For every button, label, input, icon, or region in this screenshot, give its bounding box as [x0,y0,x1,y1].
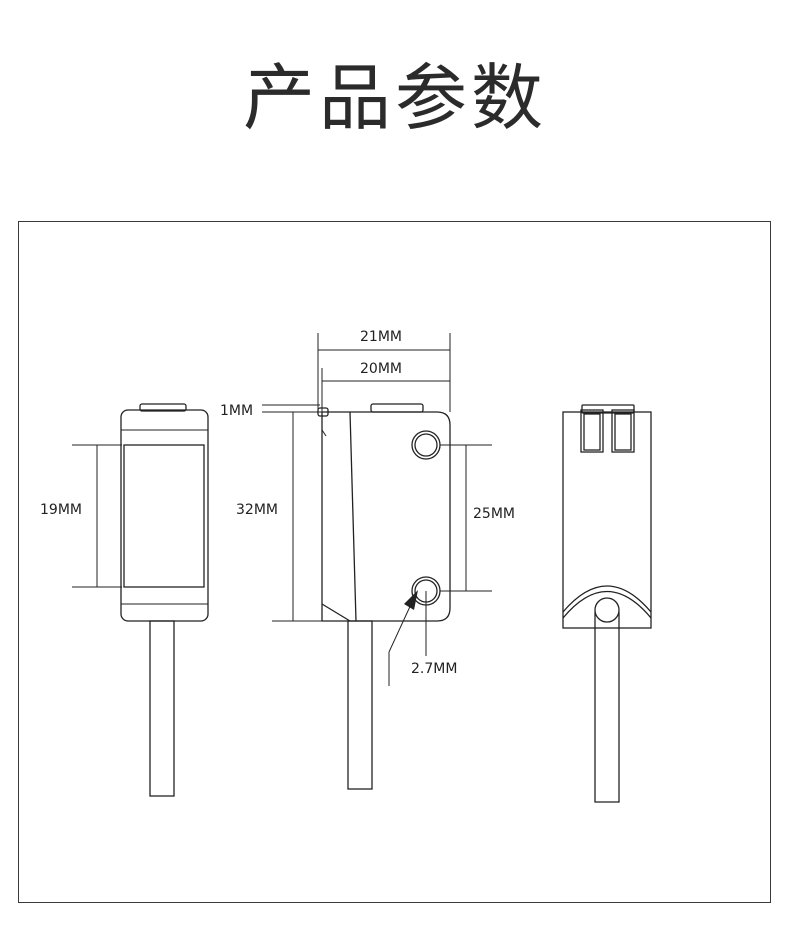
side-body [321,411,451,622]
back-terminal-left [580,409,604,453]
front-cable [149,620,175,797]
front-top-connector [139,403,187,412]
back-terminal-right [611,409,635,453]
side-top-connector [370,403,424,413]
dim-hole-spacing: 25MM [473,506,515,522]
dim-body-width: 20MM [360,361,402,377]
dim-hole-diameter: 2.7MM [411,661,457,677]
back-body [562,411,652,629]
front-body [120,409,209,622]
upper-mounting-hole [411,430,441,460]
arrow-icon [404,590,418,610]
dim-total-width: 21MM [360,329,402,345]
side-view: 21MM 20MM 1MM 32MM 25MM 2.7MM [220,329,515,790]
page-title: 产品参数 [242,56,547,140]
dim-lip: 1MM [220,403,253,419]
back-view [562,404,652,803]
dim-window-height: 19MM [40,502,82,518]
drawing-frame [18,221,771,903]
back-cable [594,612,620,803]
side-cable [347,620,373,790]
dim-height: 32MM [236,502,278,518]
front-window [123,444,205,588]
front-view: 19MM [40,403,209,797]
